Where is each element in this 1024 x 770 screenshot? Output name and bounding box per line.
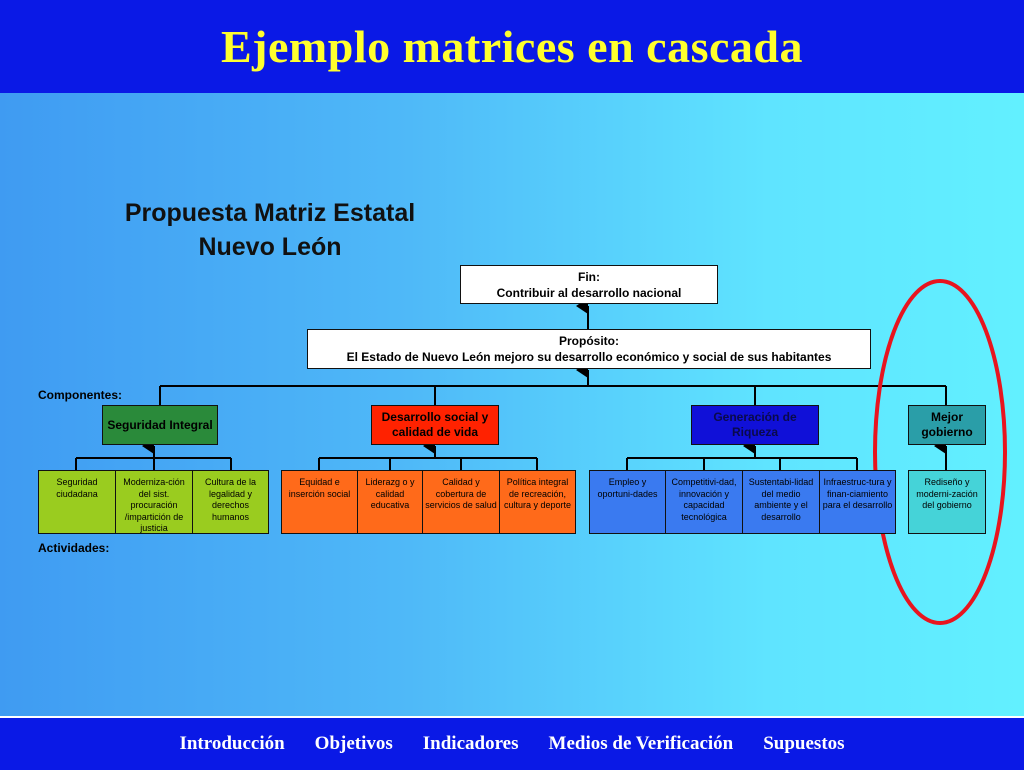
subtitle-line-2: Nuevo León [198, 233, 342, 261]
componentes-label: Componentes: [38, 388, 122, 402]
activity-sustentabilidad: Sustentabi-lidad del medio ambiente y el… [742, 470, 820, 534]
component-generacion-riqueza: Generación de Riqueza [691, 405, 819, 445]
activity-rediseno-gobierno: Rediseño y moderni-zación del gobierno [908, 470, 986, 534]
nav-introduccion[interactable]: Introducción [179, 733, 285, 754]
activity-cultura-legalidad: Cultura de la legalidad y derechos human… [192, 470, 269, 534]
proposito-label: Propósito: [559, 334, 619, 348]
component-desarrollo-social: Desarrollo social y calidad de vida [371, 405, 499, 445]
component-mejor-gobierno: Mejor gobierno [908, 405, 986, 445]
activity-equidad-insercion: Equidad e inserción social [281, 470, 358, 534]
actividades-label: Actividades: [38, 541, 110, 555]
component-seguridad-integral: Seguridad Integral [102, 405, 218, 445]
footer-nav: Introducción Objetivos Indicadores Medio… [0, 716, 1024, 770]
fin-text: Contribuir al desarrollo nacional [496, 285, 682, 300]
title-bar: Ejemplo matrices en cascada [0, 0, 1024, 93]
subtitle-line-1: Propuesta Matriz Estatal [124, 199, 416, 227]
nav-indicadores[interactable]: Indicadores [422, 733, 519, 754]
highlight-ellipse [873, 279, 1007, 625]
proposito-box: Propósito: El Estado de Nuevo León mejor… [307, 329, 871, 369]
nav-supuestos[interactable]: Supuestos [763, 733, 845, 754]
activity-modernizacion-justicia: Moderniza-ción del sist. procuración /im… [115, 470, 193, 534]
activity-liderazgo-educativa: Liderazg o y calidad educativa [357, 470, 423, 534]
nav-medios-verificacion[interactable]: Medios de Verificación [548, 733, 734, 754]
activity-empleo-oportunidades: Empleo y oportuni-dades [589, 470, 666, 534]
proposito-text: El Estado de Nuevo León mejoro su desarr… [346, 350, 832, 364]
activity-competitividad: Competitivi-dad, innovación y capacidad … [665, 470, 743, 534]
nav-objetivos[interactable]: Objetivos [314, 733, 393, 754]
fin-label: Fin: [578, 269, 600, 284]
activity-calidad-salud: Calidad y cobertura de servicios de salu… [422, 470, 500, 534]
page-title: Ejemplo matrices en cascada [221, 21, 803, 72]
fin-box: Fin: Contribuir al desarrollo nacional [460, 265, 718, 304]
activity-infraestructura: Infraestruc-tura y finan-ciamiento para … [819, 470, 896, 534]
matrix-subtitle: Propuesta Matriz Estatal Nuevo León [80, 196, 460, 264]
activity-politica-recreacion: Política integral de recreación, cultura… [499, 470, 576, 534]
activity-seguridad-ciudadana: Seguridad ciudadana [38, 470, 116, 534]
